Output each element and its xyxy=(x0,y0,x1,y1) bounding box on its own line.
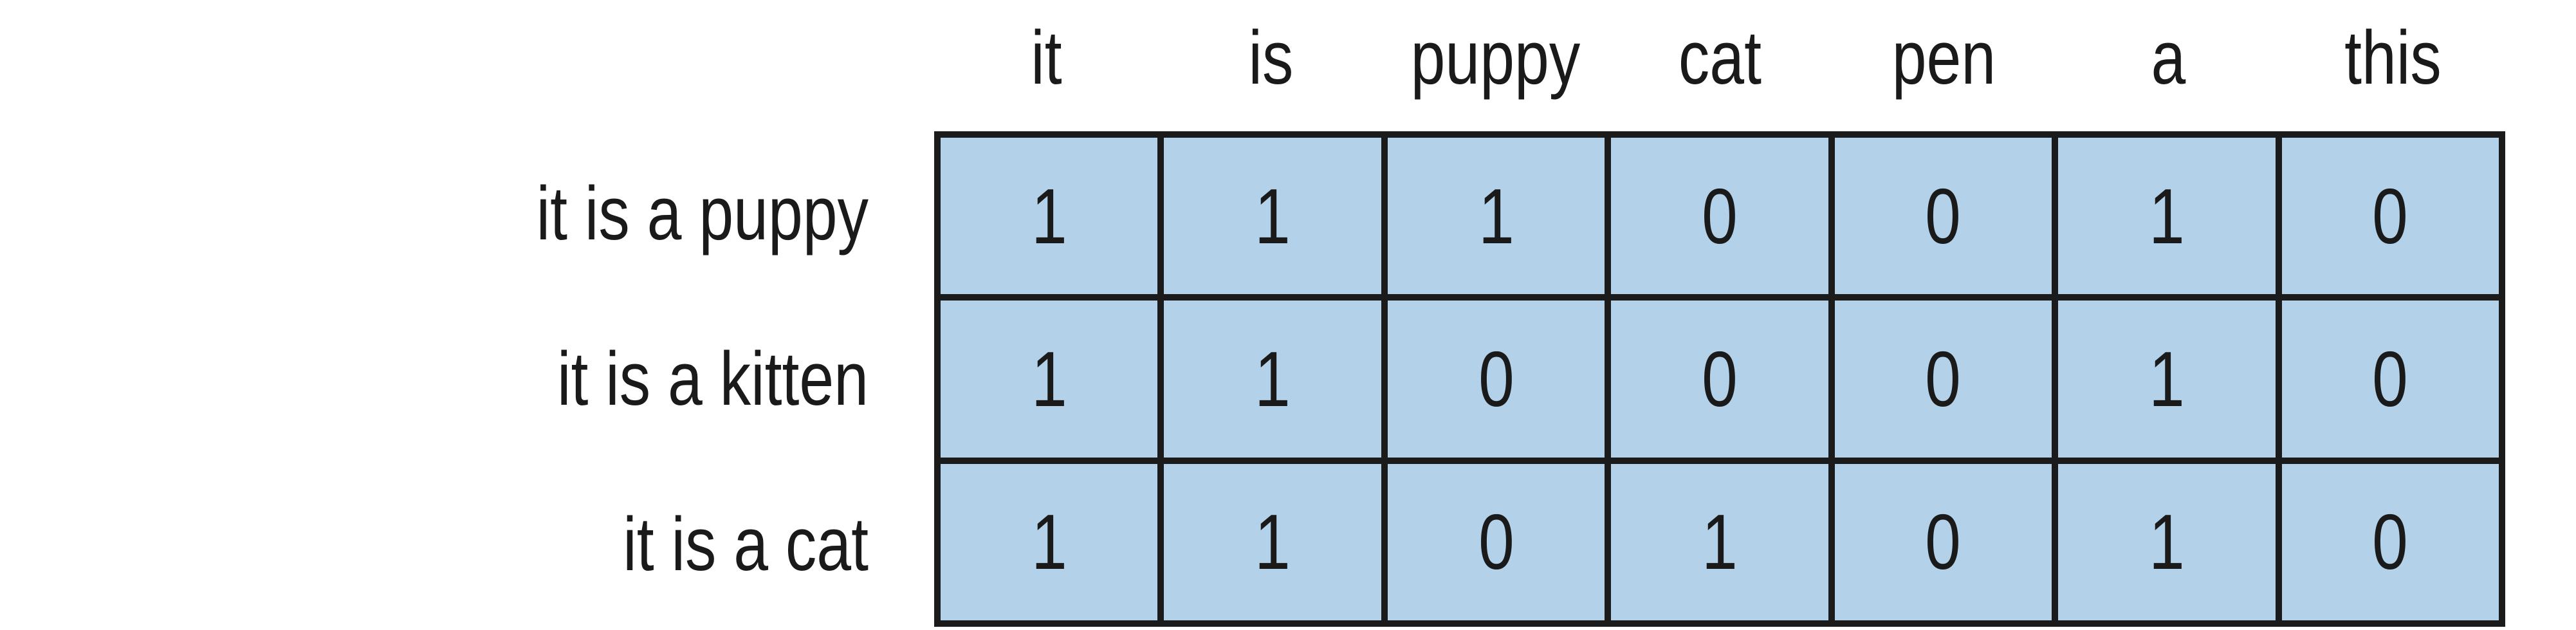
cell-value: 0 xyxy=(1925,335,1962,423)
matrix-cell-r2-c2: 1 xyxy=(1164,301,1381,458)
matrix-cell-r1-c1: 1 xyxy=(941,138,1158,295)
column-header-pen: pen xyxy=(1892,15,1996,100)
column-header-a: a xyxy=(2151,15,2186,100)
column-header-it: it xyxy=(1031,15,1062,100)
cell-value: 1 xyxy=(1255,172,1291,260)
matrix-cell-r1-c7: 0 xyxy=(2281,138,2499,295)
matrix-cell-r3-c3: 0 xyxy=(1387,463,1605,620)
matrix-cell-r3-c4: 1 xyxy=(1611,463,1828,620)
cell-value: 1 xyxy=(2149,335,2185,423)
cell-value: 1 xyxy=(1031,172,1067,260)
row-labels: it is a puppy it is a kitten it is a cat xyxy=(399,131,869,627)
column-header-this: this xyxy=(2344,15,2442,100)
matrix-cell-r2-c4: 0 xyxy=(1611,301,1828,458)
row-label-kitten-sentence: it is a kitten xyxy=(557,336,869,422)
matrix-cell-r2-c7: 0 xyxy=(2281,301,2499,458)
cell-value: 0 xyxy=(1925,498,1962,586)
cell-value: 1 xyxy=(2149,172,2185,260)
cell-value: 1 xyxy=(2149,498,2185,586)
column-header-cat: cat xyxy=(1678,15,1762,100)
matrix-cell-r2-c1: 1 xyxy=(941,301,1158,458)
matrix-cell-r1-c5: 0 xyxy=(1834,138,2052,295)
cell-value: 0 xyxy=(1702,172,1738,260)
cell-value: 0 xyxy=(1478,335,1514,423)
cell-value: 1 xyxy=(1031,335,1067,423)
row-label-cat-sentence: it is a cat xyxy=(623,501,869,587)
matrix-cell-r3-c6: 1 xyxy=(2058,463,2276,620)
cell-value: 0 xyxy=(2372,498,2409,586)
cell-value: 0 xyxy=(1702,335,1738,423)
matrix-cell-r2-c3: 0 xyxy=(1387,301,1605,458)
matrix-cell-r1-c3: 1 xyxy=(1387,138,1605,295)
matrix-cell-r1-c2: 1 xyxy=(1164,138,1381,295)
column-header-puppy: puppy xyxy=(1410,15,1580,100)
word-count-matrix: 1 1 1 0 0 1 0 1 1 0 0 0 1 0 1 1 0 1 0 1 … xyxy=(934,131,2505,627)
cell-value: 1 xyxy=(1255,335,1291,423)
column-header-is: is xyxy=(1248,15,1294,100)
column-headers: it is puppy cat pen a this xyxy=(934,6,2505,109)
cell-value: 1 xyxy=(1031,498,1067,586)
matrix-cell-r1-c6: 1 xyxy=(2058,138,2276,295)
cell-value: 0 xyxy=(1478,498,1514,586)
cell-value: 1 xyxy=(1478,172,1514,260)
row-label-puppy-sentence: it is a puppy xyxy=(536,171,869,257)
cell-value: 0 xyxy=(1925,172,1962,260)
matrix-cell-r3-c5: 0 xyxy=(1834,463,2052,620)
cell-value: 1 xyxy=(1255,498,1291,586)
cell-value: 0 xyxy=(2372,335,2409,423)
matrix-cell-r3-c7: 0 xyxy=(2281,463,2499,620)
matrix-cell-r2-c6: 1 xyxy=(2058,301,2276,458)
cell-value: 0 xyxy=(2372,172,2409,260)
matrix-cell-r3-c1: 1 xyxy=(941,463,1158,620)
matrix-cell-r2-c5: 0 xyxy=(1834,301,2052,458)
cell-value: 1 xyxy=(1702,498,1738,586)
matrix-cell-r1-c4: 0 xyxy=(1611,138,1828,295)
matrix-cell-r3-c2: 1 xyxy=(1164,463,1381,620)
